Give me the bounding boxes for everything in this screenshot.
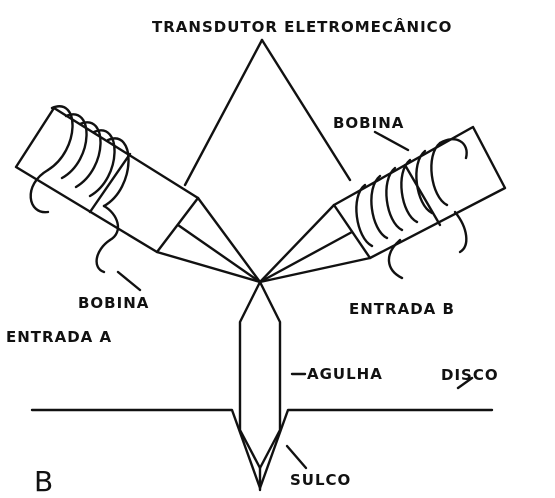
disc-label: DISCO xyxy=(441,366,499,384)
title-pointer-lines xyxy=(183,38,352,187)
needle-label: AGULHA xyxy=(307,365,383,383)
title-label: TRANSDUTOR ELETROMECÂNICO xyxy=(152,18,453,36)
input-b-label: ENTRADA B xyxy=(349,300,455,318)
coil-left-label: BOBINA xyxy=(78,294,150,312)
disc-surface xyxy=(30,408,494,490)
right-coil-icon xyxy=(355,138,468,280)
needle xyxy=(238,280,282,492)
panel-letter: B xyxy=(34,465,54,498)
coil-right-label: BOBINA xyxy=(333,114,405,132)
leader-lines xyxy=(116,130,474,470)
right-transducer xyxy=(258,125,507,284)
left-coil-icon xyxy=(29,105,130,274)
left-transducer xyxy=(14,106,262,284)
input-a-label: ENTRADA A xyxy=(6,328,113,346)
groove-label: SULCO xyxy=(290,471,352,489)
